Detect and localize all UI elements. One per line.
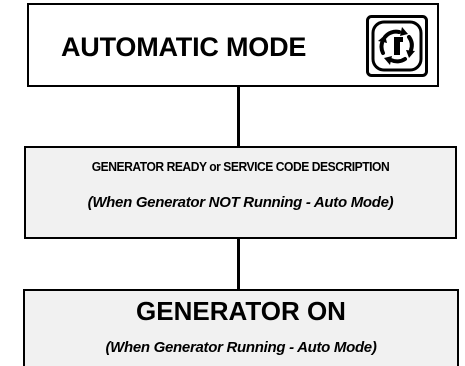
connector-line bbox=[237, 87, 240, 147]
generator-on-subtitle: (When Generator Running - Auto Mode) bbox=[105, 339, 377, 356]
auto-mode-icon bbox=[366, 15, 428, 77]
automatic-mode-title: AUTOMATIC MODE bbox=[61, 32, 307, 62]
generator-ready-subtext: (When Generator NOT Running - Auto Mode) bbox=[87, 194, 394, 211]
generator-on-title: GENERATOR ON bbox=[136, 296, 346, 326]
generator-on-box: GENERATOR ON (When Generator Running - A… bbox=[23, 289, 459, 366]
connector-line bbox=[237, 238, 240, 290]
automatic-mode-box: AUTOMATIC MODE bbox=[27, 3, 439, 87]
generator-ready-text: GENERATOR READY or SERVICE CODE DESCRIPT… bbox=[91, 159, 390, 174]
generator-ready-box: GENERATOR READY or SERVICE CODE DESCRIPT… bbox=[24, 146, 457, 239]
